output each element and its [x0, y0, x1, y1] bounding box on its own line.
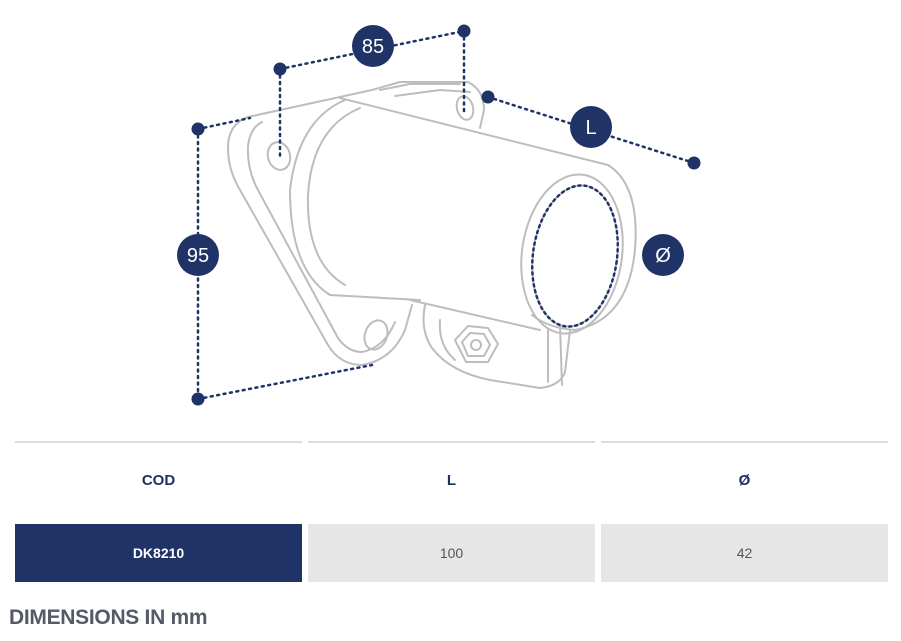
label-badge-length: L — [570, 106, 612, 148]
label-badge-diameter: Ø — [642, 234, 684, 276]
header-rule — [15, 441, 302, 443]
label-badge-height: 95 — [177, 234, 219, 276]
cell-diameter-value: 42 — [601, 524, 888, 582]
label-diameter-text: Ø — [655, 245, 671, 267]
label-width-text: 85 — [362, 36, 384, 58]
label-badge-width: 85 — [352, 25, 394, 67]
cell-product-code: DK8210 — [15, 524, 302, 582]
label-length-text: L — [585, 117, 596, 139]
units-note: DIMENSIONS IN mm — [9, 606, 208, 629]
column-header-code: COD — [141, 471, 176, 489]
header-rule — [601, 441, 888, 443]
product-dimension-diagram: 85 L 95 Ø — [177, 24, 701, 406]
column-header-length: L — [446, 471, 457, 489]
label-height-text: 95 — [187, 245, 209, 267]
header-rule — [308, 441, 595, 443]
cell-length-value: 100 — [308, 524, 595, 582]
dimension-lines — [196, 29, 696, 401]
pipe-clamp-drawing — [227, 81, 637, 389]
dimension-endpoints — [191, 24, 701, 406]
diameter-indicator-ring — [531, 184, 619, 328]
column-header-diameter: Ø — [738, 471, 751, 489]
